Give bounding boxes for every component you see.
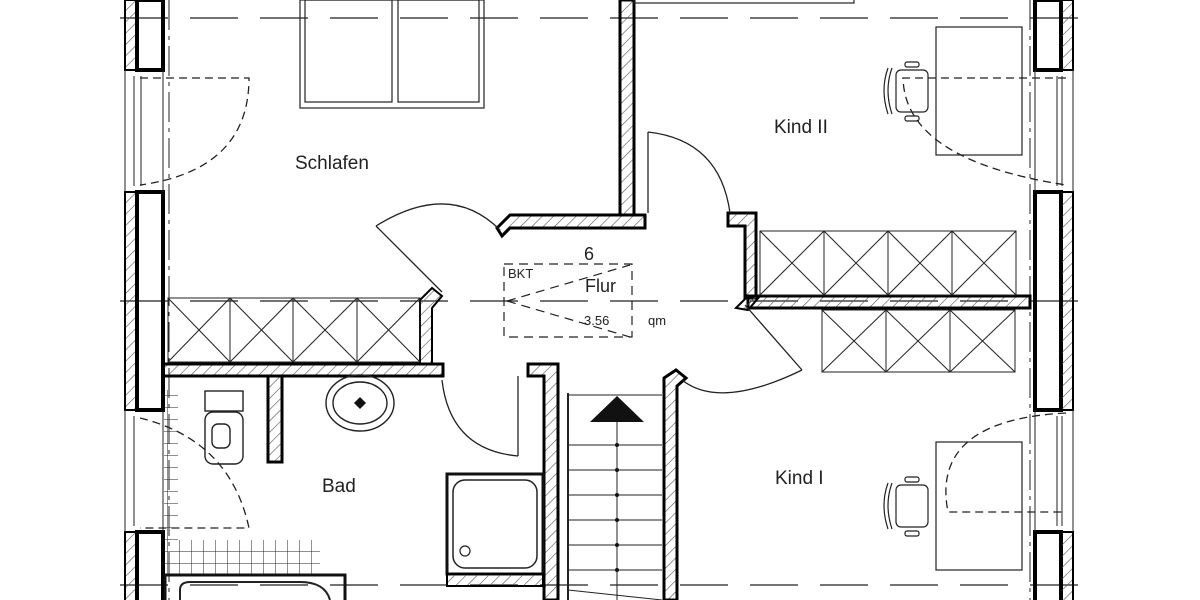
interior-walls bbox=[161, 0, 1032, 600]
wall-tiles bbox=[164, 390, 178, 574]
stair-direction-arrow-icon bbox=[590, 396, 644, 422]
wardrobes bbox=[167, 230, 1017, 373]
left-exterior-wall bbox=[124, 0, 170, 600]
desk-icon bbox=[883, 26, 1023, 571]
room-number-flur: 6 bbox=[584, 244, 595, 264]
bkt-tag: BKT bbox=[508, 266, 534, 281]
room-label-kind-ii: Kind II bbox=[774, 117, 828, 138]
shower-icon bbox=[445, 472, 545, 576]
room-label-kind-i: Kind I bbox=[775, 468, 824, 489]
right-exterior-wall bbox=[1029, 0, 1074, 600]
toilet-icon bbox=[204, 390, 244, 465]
room-area-flur: 3.56 bbox=[584, 313, 610, 328]
door-swings bbox=[375, 131, 803, 457]
window-swings bbox=[139, 77, 1067, 529]
room-label-flur: Flur bbox=[585, 276, 616, 296]
room-label-bad: Bad bbox=[322, 476, 356, 497]
stairs bbox=[567, 393, 663, 600]
room-label-schlafen: Schlafen bbox=[295, 153, 369, 174]
sink-icon bbox=[325, 374, 395, 432]
bkt-box bbox=[503, 263, 633, 338]
bed-icon bbox=[299, 0, 485, 109]
bathtub-icon bbox=[163, 573, 347, 600]
room-area-unit: qm bbox=[648, 313, 667, 328]
